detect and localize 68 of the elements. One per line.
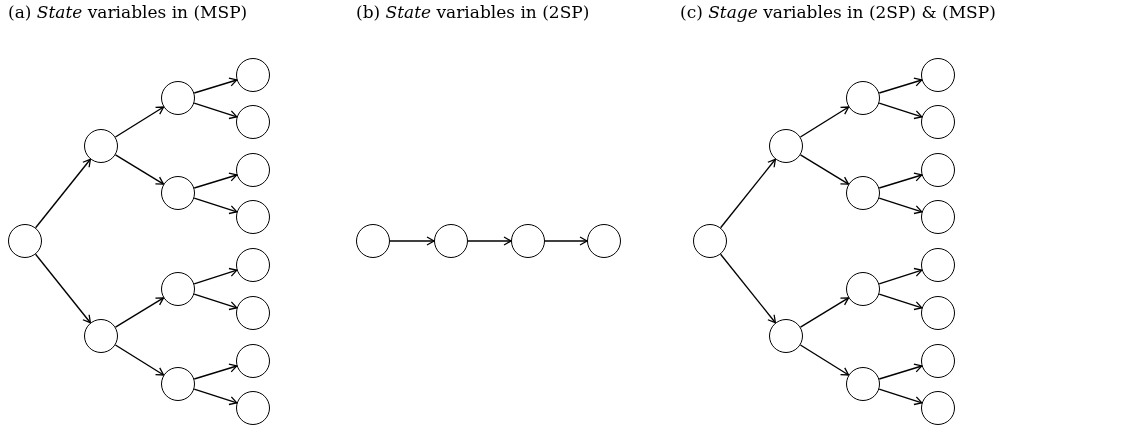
circle-node — [846, 81, 880, 115]
arrow — [467, 236, 512, 246]
arrow — [799, 154, 850, 185]
arrow — [193, 197, 238, 215]
circle-node — [587, 224, 621, 258]
circle-node — [236, 248, 270, 282]
arrow — [34, 253, 92, 324]
circle-node — [8, 224, 42, 258]
circle-node — [236, 105, 270, 139]
circle-node — [161, 176, 195, 210]
circle-node — [161, 272, 195, 306]
arrow — [878, 267, 923, 285]
circle-node — [236, 391, 270, 425]
circle-node — [769, 129, 803, 163]
arrow — [878, 102, 923, 120]
arrow — [878, 293, 923, 311]
circle-node — [921, 296, 955, 330]
circle-node — [161, 367, 195, 401]
arrow — [878, 363, 923, 380]
circle-node — [921, 200, 955, 234]
arrow — [193, 293, 238, 311]
circle-node — [84, 319, 118, 353]
arrow — [878, 172, 923, 189]
arrow — [193, 102, 238, 120]
circle-node — [921, 58, 955, 92]
circle-node — [84, 129, 118, 163]
circle-node — [921, 105, 955, 139]
arrow — [193, 267, 238, 285]
circle-node — [434, 224, 468, 258]
arrow — [878, 388, 923, 406]
circle-node — [769, 319, 803, 353]
arrow — [193, 388, 238, 406]
circle-node — [161, 81, 195, 115]
circle-node — [236, 200, 270, 234]
circle-node — [921, 153, 955, 187]
circle-node — [921, 391, 955, 425]
panel-heading: (c) Stage variables in (2SP) & (MSP) — [680, 2, 996, 22]
circle-node — [846, 367, 880, 401]
arrow — [799, 344, 850, 376]
circle-node — [693, 224, 727, 258]
panel-heading: (b) State variables in (2SP) — [356, 2, 590, 22]
arrow — [193, 172, 238, 189]
arrow — [719, 253, 777, 324]
arrow — [878, 77, 923, 94]
arrow — [544, 236, 588, 246]
arrow — [114, 344, 165, 376]
arrow — [114, 154, 165, 185]
circle-node — [356, 224, 390, 258]
circle-node — [846, 272, 880, 306]
arrow — [34, 158, 92, 229]
panel-heading: (a) State variables in (MSP) — [8, 2, 248, 22]
arrow — [193, 363, 238, 380]
circle-node — [921, 248, 955, 282]
circle-node — [846, 176, 880, 210]
circle-node — [236, 153, 270, 187]
circle-node — [921, 344, 955, 378]
circle-node — [511, 224, 545, 258]
arrow — [799, 106, 850, 138]
circle-node — [236, 296, 270, 330]
arrow — [114, 297, 165, 328]
arrow — [799, 297, 850, 328]
arrow — [719, 158, 777, 229]
circle-node — [236, 58, 270, 92]
arrow — [114, 106, 165, 138]
arrow — [878, 197, 923, 215]
arrow — [193, 77, 238, 94]
arrow — [389, 236, 435, 246]
circle-node — [236, 344, 270, 378]
